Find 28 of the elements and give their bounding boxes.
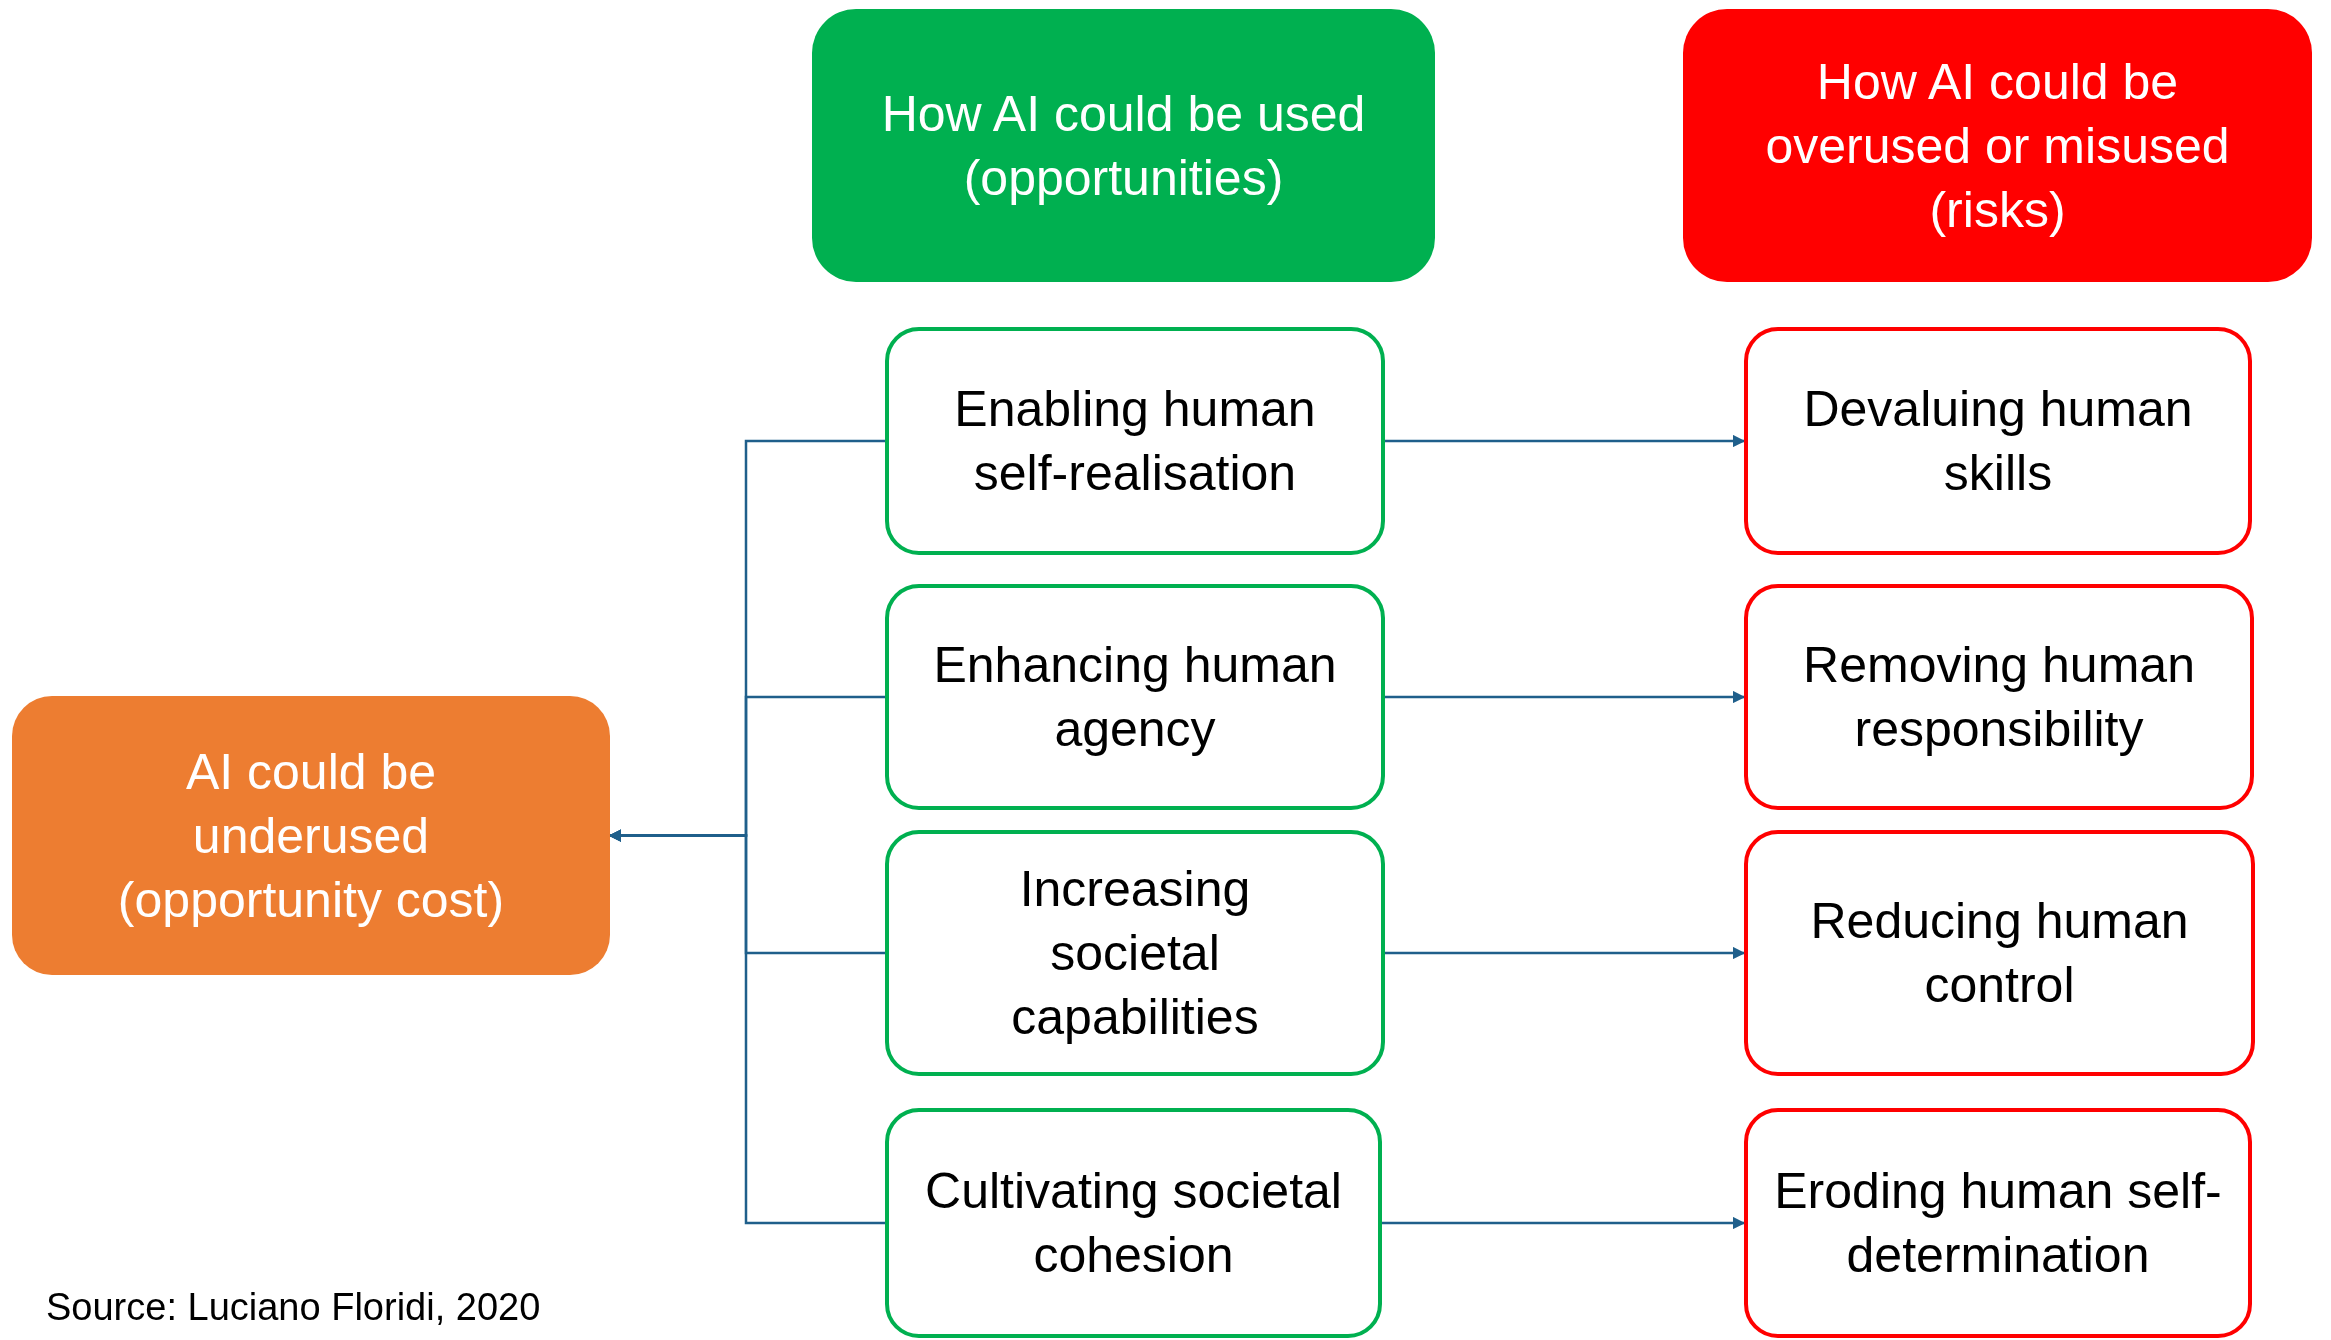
arrow <box>608 829 885 1225</box>
header-box <box>1683 9 2312 282</box>
opportunity-box <box>885 830 1385 1076</box>
arrow <box>1385 946 1746 960</box>
risk-box <box>1744 584 2254 810</box>
box-text: AI could be underused (opportunity cost) <box>116 742 506 930</box>
arrow <box>1385 434 1746 448</box>
box-text: Cultivating societal cohesion <box>924 1162 1343 1285</box>
source-note: Source: Luciano Floridi, 2020 <box>46 1286 541 1329</box>
box-text: How AI could be overused or misused (risks) <box>1764 52 2231 240</box>
box-text: Devaluing human skills <box>1802 380 2194 503</box>
opportunity-box <box>885 584 1385 810</box>
box-text: Increasing societal capabilities <box>1010 860 1260 1047</box>
box-text: Removing human responsibility <box>1802 636 2196 759</box>
opportunity-box <box>885 327 1385 555</box>
box-text: Enabling human self-realisation <box>953 380 1317 503</box>
risk-box <box>1744 327 2252 555</box>
box-text: How AI could be used (opportunities) <box>880 84 1367 208</box>
box-text: Eroding human self-determination <box>1773 1162 2223 1285</box>
risk-box <box>1744 1108 2252 1338</box>
box-text: Reducing human control <box>1809 892 2190 1015</box>
header-box <box>812 9 1435 282</box>
arrow <box>1382 1216 1746 1230</box>
box-text: Enhancing human agency <box>932 636 1338 759</box>
outcome-box <box>12 696 610 975</box>
arrow <box>1385 690 1746 704</box>
opportunity-box <box>885 1108 1382 1338</box>
risk-box <box>1744 830 2255 1076</box>
